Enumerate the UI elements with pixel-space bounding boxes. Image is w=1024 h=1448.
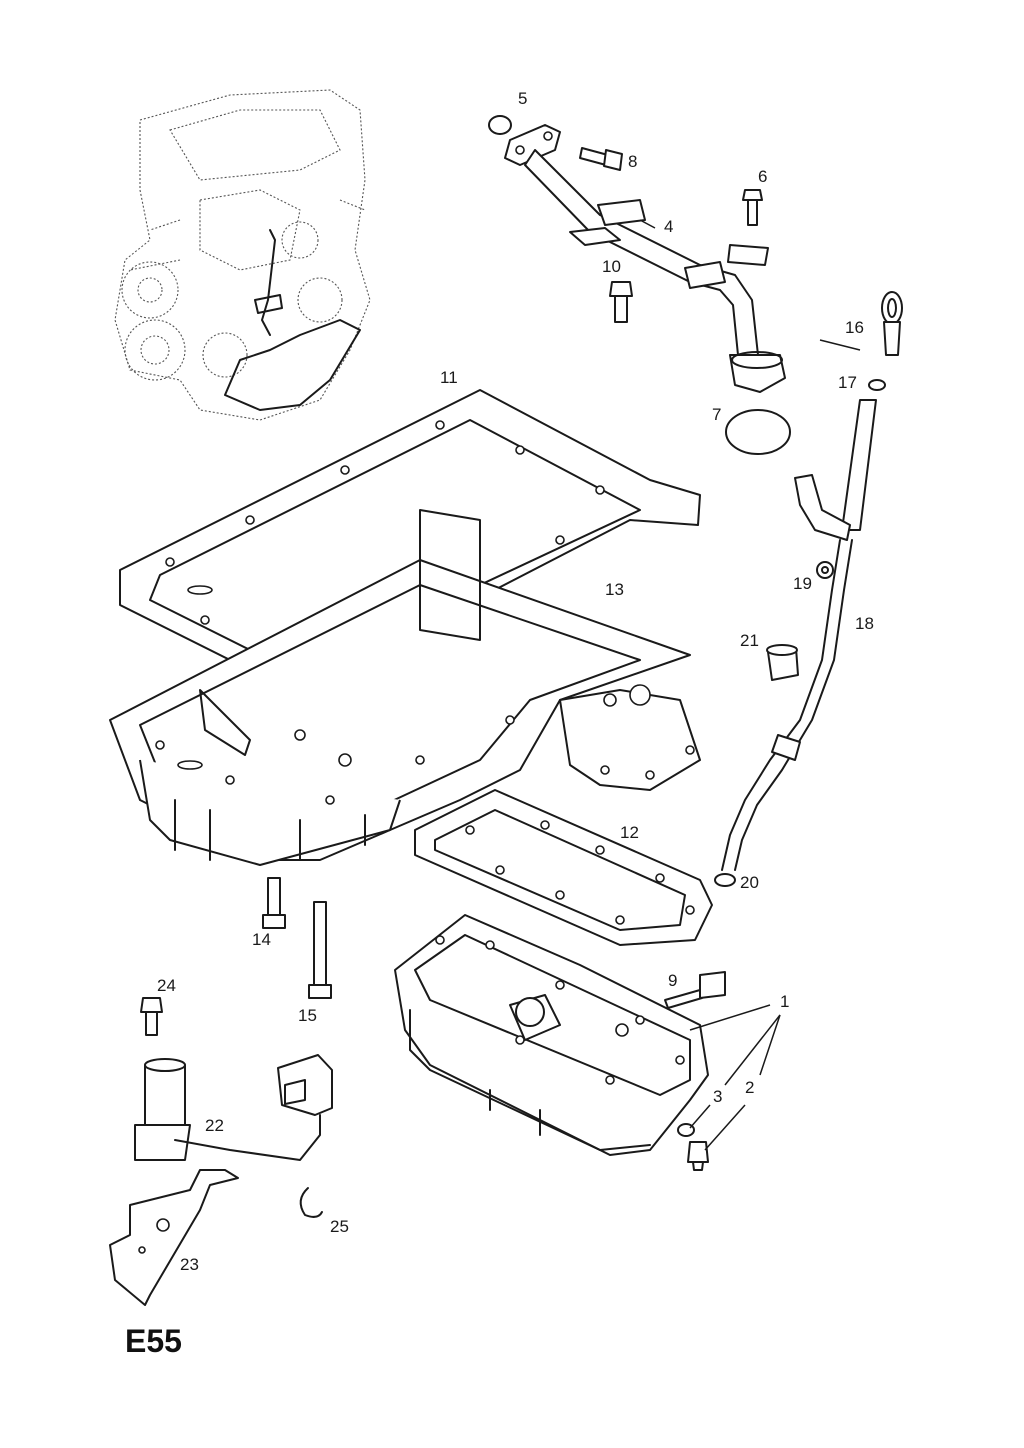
callout-19: 19 bbox=[793, 574, 812, 593]
lower-oil-pan-1 bbox=[394, 914, 709, 1156]
callout-21: 21 bbox=[740, 631, 759, 650]
callout-20: 20 bbox=[740, 873, 759, 892]
callout-12: 12 bbox=[620, 823, 639, 842]
bolt-24 bbox=[140, 997, 163, 1036]
callout-22: 22 bbox=[205, 1116, 224, 1135]
clip-25 bbox=[299, 1187, 323, 1218]
callout-8: 8 bbox=[628, 152, 637, 171]
bolt-8 bbox=[579, 147, 623, 171]
bolt-10 bbox=[609, 281, 633, 323]
callout-labels: 1 2 3 4 5 6 7 8 9 10 11 12 13 14 15 16 1… bbox=[157, 89, 874, 1274]
washer-3 bbox=[677, 1123, 695, 1137]
callout-9: 9 bbox=[668, 971, 677, 990]
page-code: E55 bbox=[125, 1323, 182, 1359]
callout-1: 1 bbox=[780, 992, 789, 1011]
drain-plug-2 bbox=[687, 1141, 709, 1171]
callout-23: 23 bbox=[180, 1255, 199, 1274]
callout-10: 10 bbox=[602, 257, 621, 276]
callout-2: 2 bbox=[745, 1078, 754, 1097]
gasket-lower-12 bbox=[414, 789, 713, 946]
callout-18: 18 bbox=[855, 614, 874, 633]
washer-20 bbox=[714, 873, 736, 887]
callout-25: 25 bbox=[330, 1217, 349, 1236]
callout-17: 17 bbox=[838, 373, 857, 392]
bolt-15 bbox=[308, 901, 332, 999]
bolt-19 bbox=[816, 561, 834, 579]
callout-5: 5 bbox=[518, 89, 527, 108]
seal-17 bbox=[868, 379, 886, 391]
dipstick-tube-18 bbox=[721, 399, 877, 871]
oil-level-sensor-22 bbox=[134, 1054, 333, 1161]
oil-level-sensor-9 bbox=[664, 971, 726, 1009]
dipstick-16 bbox=[881, 291, 903, 356]
callout-11: 11 bbox=[440, 368, 458, 387]
callout-15: 15 bbox=[298, 1006, 317, 1025]
callout-3: 3 bbox=[713, 1087, 722, 1106]
bolt-6 bbox=[742, 189, 763, 226]
upper-oil-pan-13 bbox=[109, 509, 701, 866]
callout-4: 4 bbox=[664, 217, 673, 236]
callout-14: 14 bbox=[252, 930, 271, 949]
oil-pickup-pipe-4 bbox=[504, 124, 786, 393]
callout-24: 24 bbox=[157, 976, 176, 995]
engine-overview-illustration bbox=[114, 89, 371, 421]
insert-21 bbox=[766, 644, 799, 681]
callout-7: 7 bbox=[712, 405, 721, 424]
o-ring-5 bbox=[488, 115, 512, 135]
leader-lines bbox=[639, 219, 861, 1151]
callout-13: 13 bbox=[605, 580, 624, 599]
callout-16: 16 bbox=[845, 318, 864, 337]
callout-6: 6 bbox=[758, 167, 767, 186]
bolt-14 bbox=[262, 877, 286, 929]
bracket-23 bbox=[109, 1169, 239, 1306]
seal-ring-7 bbox=[725, 409, 791, 455]
